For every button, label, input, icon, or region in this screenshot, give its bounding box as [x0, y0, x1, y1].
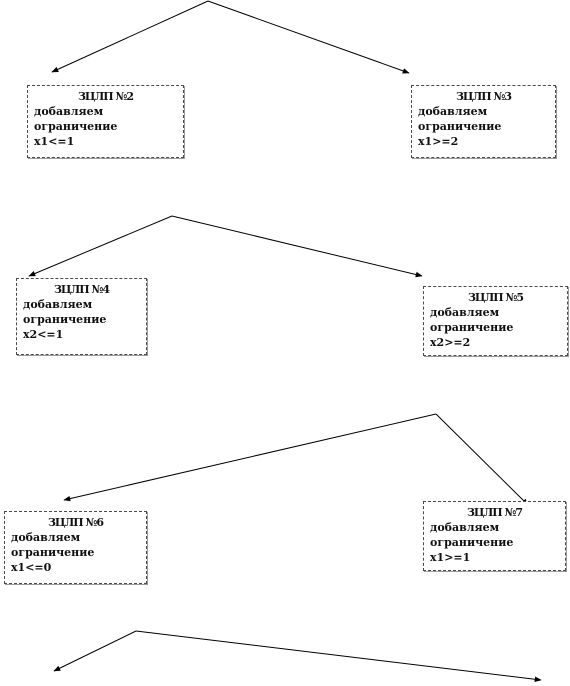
- node-constraint: x1<=0: [11, 561, 52, 574]
- node-task6: ЗЦЛП №6 добавляем ограничение x1<=0: [4, 511, 147, 584]
- node-text: добавляем: [23, 298, 93, 311]
- node-title: ЗЦЛП №3: [455, 90, 512, 103]
- node-text: добавляем: [418, 105, 488, 118]
- arrow-to-task3: [207, 0, 410, 74]
- node-task7: ЗЦЛП №7 добавляем ограничение x1>=1: [423, 501, 566, 571]
- node-title: ЗЦЛП №2: [77, 90, 134, 103]
- arrow-branch4-left: [53, 630, 137, 672]
- node-text: добавляем: [34, 105, 104, 118]
- node-text: ограничение: [430, 321, 514, 334]
- arrow-to-task2: [51, 0, 209, 73]
- node-task4: ЗЦЛП №4 добавляем ограничение x2<=1: [16, 278, 147, 355]
- node-text: добавляем: [430, 306, 500, 319]
- node-title: ЗЦЛП №5: [467, 291, 524, 304]
- node-text: добавляем: [430, 521, 500, 534]
- node-task5: ЗЦЛП №5 добавляем ограничение x2>=2: [423, 286, 568, 356]
- node-title: ЗЦЛП №4: [53, 283, 110, 296]
- node-text: ограничение: [34, 120, 118, 133]
- node-constraint: x2>=2: [430, 336, 471, 349]
- node-constraint: x1<=1: [34, 135, 75, 148]
- node-text: добавляем: [11, 531, 81, 544]
- node-text: ограничение: [11, 546, 95, 559]
- node-constraint: x1>=2: [418, 135, 459, 148]
- node-task2: ЗЦЛП №2 добавляем ограничение x1<=1: [27, 85, 184, 158]
- node-constraint: x2<=1: [23, 328, 64, 341]
- arrow-to-task7: [435, 413, 529, 506]
- arrow-to-task4: [28, 215, 173, 277]
- node-text: ограничение: [23, 313, 107, 326]
- node-text: ограничение: [418, 120, 502, 133]
- arrow-to-task5: [171, 215, 423, 278]
- node-title: ЗЦЛП №6: [47, 516, 104, 529]
- node-task3: ЗЦЛП №3 добавляем ограничение x1>=2: [411, 85, 556, 158]
- arrow-to-task6: [63, 413, 437, 502]
- node-text: ограничение: [430, 536, 514, 549]
- node-title: ЗЦЛП №7: [466, 506, 523, 519]
- node-constraint: x1>=1: [430, 551, 471, 564]
- arrow-branch4-right: [135, 630, 542, 683]
